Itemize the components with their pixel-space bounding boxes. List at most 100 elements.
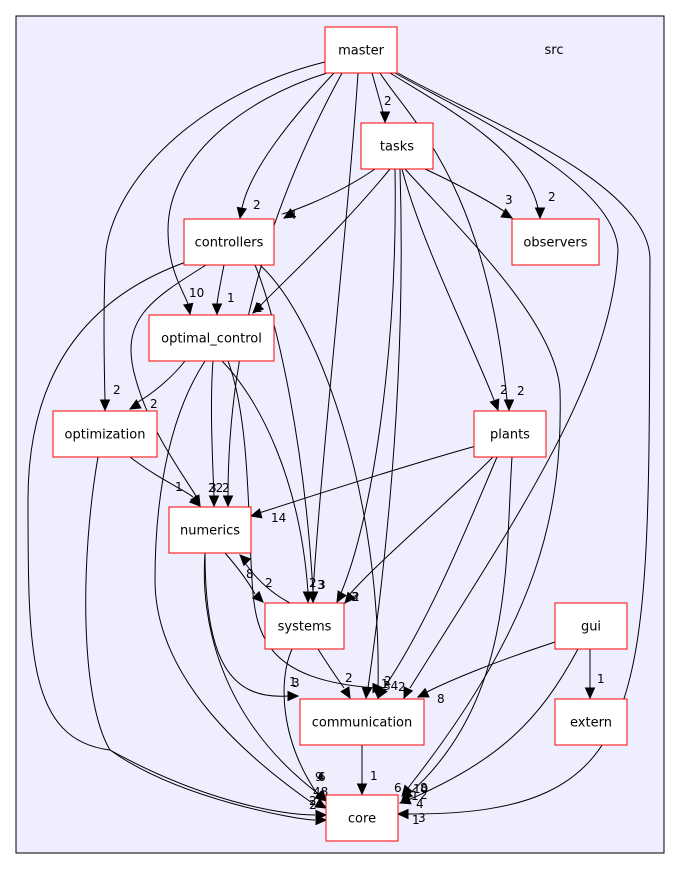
- node-box[interactable]: [554, 602, 628, 650]
- node-box[interactable]: [148, 314, 275, 362]
- edge: [85, 456, 328, 826]
- node-extern[interactable]: extern: [554, 698, 628, 746]
- edge-line: [281, 168, 376, 215]
- node-label: master: [338, 44, 384, 59]
- edge-line: [258, 445, 477, 514]
- arrowhead: [99, 399, 111, 412]
- edge-label: 8: [437, 692, 445, 706]
- arrowhead: [251, 590, 264, 603]
- node-box[interactable]: [511, 218, 600, 266]
- node-tasks[interactable]: tasks: [360, 122, 434, 170]
- node-optimization[interactable]: optimization: [52, 410, 158, 458]
- arrowhead: [489, 398, 500, 412]
- edge-line: [397, 72, 651, 815]
- edge-label: 2: [255, 301, 263, 315]
- arrowhead: [500, 208, 514, 219]
- node-master[interactable]: master: [324, 26, 398, 74]
- edge-line: [394, 72, 619, 689]
- edge: [336, 168, 396, 604]
- edge-label: 3: [317, 578, 325, 592]
- arrowhead: [211, 303, 223, 316]
- node-box[interactable]: [168, 506, 252, 554]
- node-numerics[interactable]: numerics: [168, 506, 252, 554]
- edge: [227, 360, 385, 694]
- arrowhead: [302, 591, 314, 604]
- edge: [236, 72, 335, 220]
- edge: [401, 168, 500, 412]
- edge: [129, 456, 201, 507]
- edge-line: [154, 360, 316, 806]
- edge-label: 2: [517, 384, 525, 398]
- node-box[interactable]: [52, 410, 158, 458]
- edge-labels: 2221322210242322311334322223412142269248…: [113, 94, 605, 827]
- edge: [211, 264, 225, 316]
- arrowhead: [372, 682, 385, 694]
- node-box[interactable]: [554, 698, 628, 746]
- edge-label: 1: [175, 480, 183, 494]
- node-box[interactable]: [299, 698, 425, 746]
- node-core[interactable]: core: [325, 794, 399, 842]
- edge-line: [224, 552, 256, 595]
- node-box[interactable]: [360, 122, 434, 170]
- edge-line: [401, 168, 495, 401]
- arrowhead: [239, 554, 252, 567]
- edge-label: 1: [227, 291, 235, 305]
- arrowhead: [287, 690, 300, 702]
- node-controllers[interactable]: controllers: [183, 218, 275, 266]
- edge-label: 2: [309, 798, 317, 812]
- arrowhead: [336, 590, 347, 604]
- edge-label: 2: [352, 590, 360, 604]
- node-box[interactable]: [324, 26, 398, 74]
- edge-line: [317, 648, 345, 689]
- edge-label: 10: [189, 286, 204, 300]
- node-communication[interactable]: communication: [299, 698, 425, 746]
- edge-line: [312, 72, 359, 593]
- edge-line: [367, 168, 402, 689]
- edge: [416, 641, 556, 698]
- edge-label: 3: [505, 193, 513, 207]
- edge-label: 6: [394, 781, 402, 795]
- node-optimal-control[interactable]: optimal_control: [148, 314, 275, 362]
- edge-line: [283, 648, 319, 796]
- arrowhead: [356, 783, 368, 796]
- edge-label: 2: [309, 794, 317, 808]
- edge-line: [221, 360, 309, 593]
- arrowhead: [534, 207, 546, 220]
- edge-label: 48: [313, 785, 328, 799]
- node-label: extern: [570, 716, 612, 731]
- edge-line: [103, 61, 326, 401]
- edge-line: [259, 168, 391, 307]
- edge-label: 2: [398, 680, 406, 694]
- node-observers[interactable]: observers: [511, 218, 600, 266]
- node-box[interactable]: [264, 602, 345, 650]
- arrowhead: [416, 687, 430, 698]
- edge-label: 3: [418, 811, 426, 825]
- node-gui[interactable]: gui: [554, 602, 628, 650]
- edge-line: [167, 72, 328, 305]
- edge: [389, 72, 546, 220]
- node-label: tasks: [380, 140, 414, 155]
- edge: [99, 61, 326, 412]
- edge-label: 1: [411, 789, 419, 803]
- node-box[interactable]: [325, 794, 399, 842]
- node-plants[interactable]: plants: [473, 410, 547, 458]
- arrowhead: [379, 111, 391, 124]
- edge-label: 2: [500, 383, 508, 397]
- edge-label: 2: [150, 397, 158, 411]
- node-systems[interactable]: systems: [264, 602, 345, 650]
- edge-line: [27, 261, 316, 816]
- arrowhead: [403, 686, 414, 700]
- arrowhead: [315, 814, 328, 826]
- arrowhead: [377, 686, 388, 700]
- node-label: numerics: [180, 524, 240, 539]
- arrowhead: [396, 808, 409, 820]
- edge-line: [129, 456, 194, 498]
- arrowhead: [249, 508, 263, 519]
- node-box[interactable]: [473, 410, 547, 458]
- node-label: gui: [581, 620, 601, 635]
- edge-line: [404, 168, 561, 789]
- arrowhead: [188, 494, 201, 507]
- node-box[interactable]: [183, 218, 275, 266]
- node-label: optimization: [65, 428, 146, 443]
